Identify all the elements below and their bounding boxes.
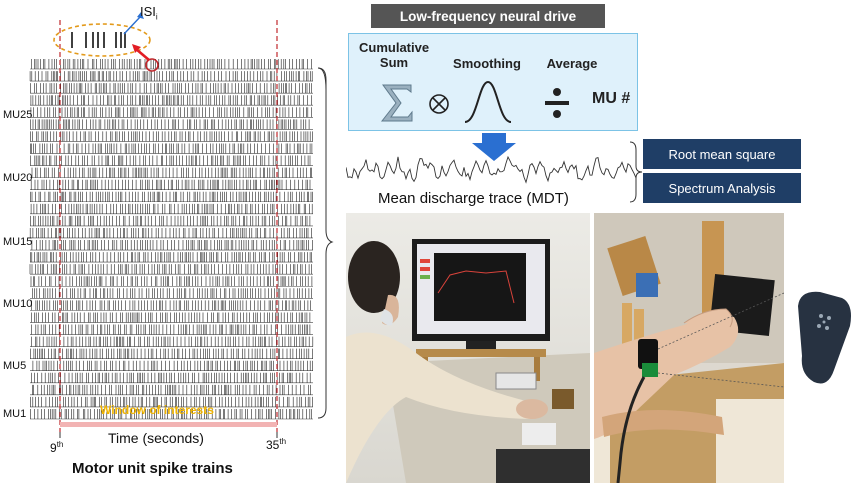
window-bar bbox=[60, 422, 277, 427]
photo-hand-apparatus bbox=[594, 213, 784, 483]
spike-row bbox=[31, 324, 311, 335]
spike-row bbox=[30, 203, 313, 214]
circle-times-icon bbox=[429, 94, 449, 114]
spike-row bbox=[31, 59, 312, 69]
window-of-interest-label: Window of interests bbox=[100, 403, 214, 417]
time-axis-label: Time (seconds) bbox=[108, 430, 204, 446]
spike-rows bbox=[29, 59, 314, 420]
spike-row bbox=[31, 312, 311, 323]
raster-caption: Motor unit spike trains bbox=[72, 460, 233, 477]
spike-row bbox=[29, 264, 312, 275]
spike-row bbox=[30, 215, 311, 226]
sigma-icon bbox=[380, 84, 413, 122]
mu-count-label: MU # bbox=[592, 90, 631, 107]
spike-row bbox=[31, 300, 311, 311]
spike-row bbox=[31, 240, 313, 251]
mu-bracket bbox=[317, 67, 334, 419]
spike-row bbox=[30, 276, 313, 287]
spike-row bbox=[30, 95, 312, 106]
step-cumsum-label: Cumulative Sum bbox=[359, 40, 430, 70]
electrode-closeup bbox=[798, 291, 851, 384]
mu-label-25: MU25 bbox=[3, 109, 33, 121]
spike-row bbox=[31, 372, 311, 383]
mu-label-5: MU5 bbox=[3, 360, 27, 372]
isi-arrow bbox=[123, 15, 142, 35]
red-arrow-head bbox=[132, 44, 141, 53]
tick-end-label: 35th bbox=[266, 437, 287, 452]
down-arrow-icon bbox=[472, 133, 516, 161]
spike-row bbox=[30, 348, 313, 359]
bell-curve-icon bbox=[464, 80, 512, 123]
mu-label-15: MU15 bbox=[3, 236, 33, 248]
isi-arrow-head bbox=[137, 12, 144, 19]
spike-row bbox=[30, 396, 313, 407]
mu-label-1: MU1 bbox=[3, 408, 27, 420]
spike-row bbox=[32, 360, 313, 371]
spike-row bbox=[30, 155, 311, 166]
mdt-label: Mean discharge trace (MDT) bbox=[378, 190, 569, 207]
spike-row bbox=[30, 179, 311, 190]
spike-row bbox=[30, 252, 312, 263]
divide-icon bbox=[545, 88, 569, 118]
spectrum-analysis-box: Spectrum Analysis bbox=[643, 173, 801, 203]
mu-label-20: MU20 bbox=[3, 172, 33, 184]
photo-subject-at-computer bbox=[346, 213, 590, 483]
step-smoothing-label: Smoothing bbox=[453, 56, 521, 71]
mu-label-10: MU10 bbox=[3, 298, 33, 310]
spike-row bbox=[30, 191, 313, 202]
mdt-bracket bbox=[629, 141, 643, 203]
tick-start-label: 9th bbox=[50, 440, 64, 455]
step-average-label: Average bbox=[546, 56, 598, 71]
process-box: Cumulative Sum Smoothing Average MU # bbox=[348, 33, 638, 131]
spike-row bbox=[30, 143, 313, 154]
mdt-trace bbox=[346, 155, 636, 184]
spike-row bbox=[30, 107, 312, 118]
spike-raster-plot bbox=[29, 12, 334, 438]
spike-row bbox=[30, 83, 312, 94]
root-mean-square-box: Root mean square bbox=[643, 139, 801, 169]
selected-spike-circle bbox=[145, 58, 159, 72]
spike-row bbox=[29, 227, 312, 238]
isi-spikes bbox=[71, 32, 126, 48]
red-arrow bbox=[135, 48, 150, 61]
spike-row bbox=[31, 336, 314, 347]
spike-row bbox=[32, 288, 312, 299]
spike-row bbox=[31, 167, 312, 178]
spike-row bbox=[30, 131, 313, 142]
spike-row bbox=[29, 71, 313, 82]
process-title: Low-frequency neural drive bbox=[371, 4, 605, 28]
spike-row bbox=[30, 409, 312, 419]
isi-zoom-ellipse bbox=[53, 23, 151, 57]
isi-label: ISIi bbox=[140, 4, 158, 22]
spike-row bbox=[30, 119, 310, 130]
spike-row bbox=[31, 384, 311, 395]
